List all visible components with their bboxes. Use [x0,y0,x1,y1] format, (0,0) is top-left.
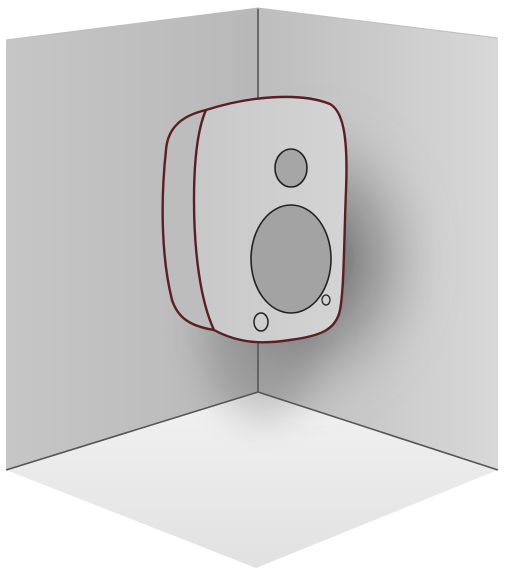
bass-port [254,313,268,331]
tweeter [275,149,307,187]
woofer [251,205,331,313]
indicator-led [322,295,330,305]
